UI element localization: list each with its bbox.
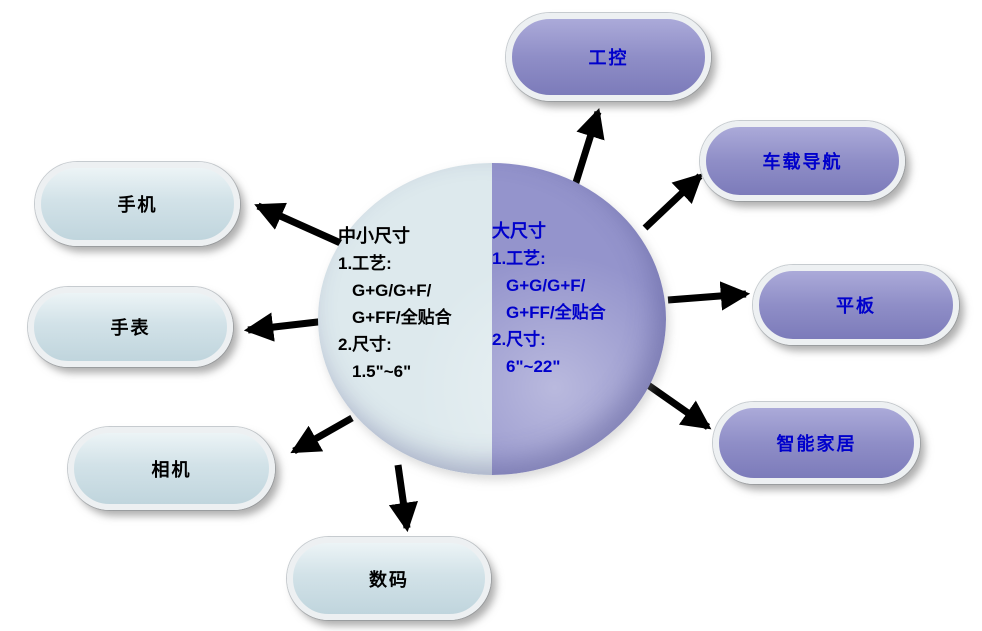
center-left-line: 1.工艺: [338, 254, 392, 273]
node-phone-label: 手机 [117, 195, 158, 215]
node-camera-label: 相机 [151, 459, 192, 480]
center-left-line: 1.5"~6" [352, 362, 412, 381]
node-smart-home: 智能家居 [713, 402, 920, 484]
center-right-line: 6"~22" [506, 357, 561, 376]
node-camera: 相机 [68, 427, 275, 510]
node-phone: 手机 [35, 162, 240, 246]
center-right-title: 大尺寸 [492, 221, 546, 241]
node-car-navigation: 车载导航 [700, 121, 905, 201]
center-left-text: 中小尺寸 1.工艺: G+G/G+F/ G+FF/全贴合 2.尺寸: 1.5"~… [338, 223, 452, 385]
center-right-line: 1.工艺: [492, 249, 546, 268]
arrow-to-camera [290, 414, 354, 455]
center-left-line: 2.尺寸: [338, 335, 392, 354]
node-digital: 数码 [287, 537, 491, 620]
center-right-line: G+FF/全贴合 [506, 303, 606, 322]
arrow-to-smarthome [645, 382, 712, 430]
node-industrial-control-label: 工控 [588, 48, 629, 68]
node-industrial-control: 工控 [506, 13, 711, 101]
node-watch: 手表 [28, 287, 233, 367]
arrow-to-digital [388, 464, 418, 533]
center-right-line: 2.尺寸: [492, 330, 546, 349]
arrow-to-phone [254, 202, 347, 249]
node-digital-label: 数码 [369, 569, 409, 590]
node-smart-home-label: 智能家居 [776, 434, 857, 454]
arrow-to-carnav [642, 173, 704, 231]
node-car-navigation-label: 车载导航 [762, 152, 843, 172]
arrow-to-industrial [569, 107, 605, 194]
center-left-line: G+FF/全贴合 [352, 308, 452, 327]
center-left-line: G+G/G+F/ [352, 281, 432, 300]
center-right-text: 大尺寸 1.工艺: G+G/G+F/ G+FF/全贴合 2.尺寸: 6"~22" [492, 218, 606, 380]
arrow-to-tablet [667, 281, 751, 311]
node-tablet-label: 平板 [836, 296, 876, 316]
center-left-title: 中小尺寸 [338, 226, 410, 246]
center-sphere [318, 163, 666, 475]
node-watch-label: 手表 [110, 318, 151, 338]
node-tablet: 平板 [753, 265, 959, 345]
center-right-line: G+G/G+F/ [506, 276, 586, 295]
